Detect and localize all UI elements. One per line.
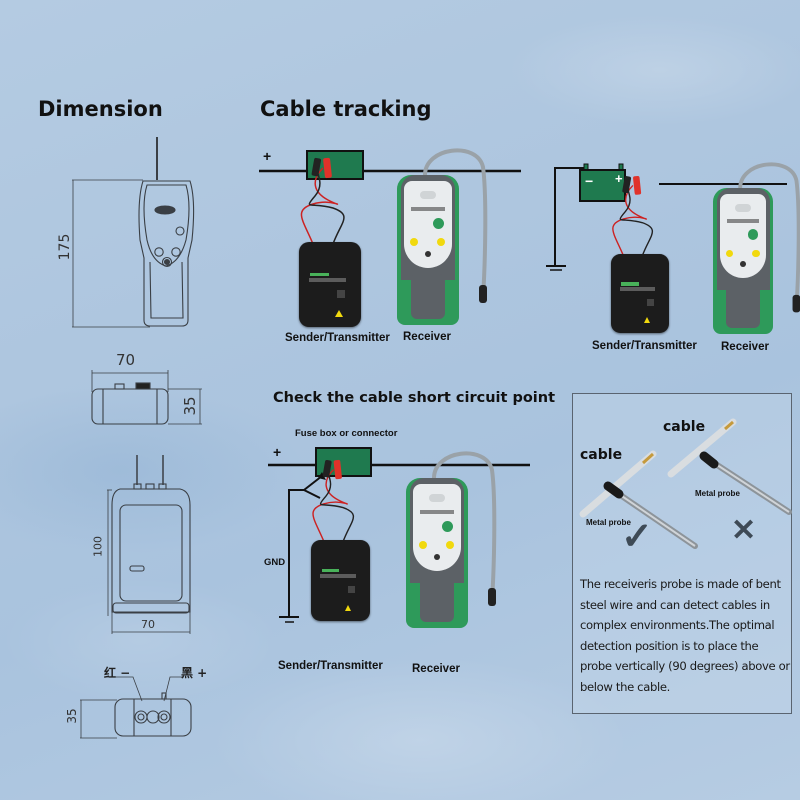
diagram-b-receiver-label: Receiver (721, 341, 769, 353)
diagram-b-transmitter (611, 175, 669, 334)
right-yellow-button (446, 541, 455, 550)
transmitter-body (311, 540, 370, 621)
receiver-brand-text (420, 510, 454, 514)
receiver-outline-drawing (72, 137, 195, 328)
transmitter-brand-text (620, 287, 655, 292)
left-yellow-button (419, 541, 428, 550)
transmitter-switch (337, 290, 345, 299)
speaker-grille (734, 203, 752, 212)
diagram-b-wiring (546, 163, 787, 271)
receiver-faceplate (404, 181, 452, 268)
transmitter-green-badge (321, 569, 340, 573)
wrong-probe-label: Metal probe (695, 489, 740, 498)
probe-info-panel: cable Metal probe cable Metal probe ✓ ✕ … (572, 393, 792, 714)
receiver-body (406, 478, 468, 628)
right-yellow-button (752, 249, 760, 258)
receiver-grip (410, 274, 446, 319)
transmitter-body (299, 242, 361, 327)
speaker-grille (419, 191, 437, 200)
fuse-box-label: Fuse box or connector (295, 428, 398, 439)
warning-triangle-icon (644, 317, 651, 324)
dimension-front-width-70: 70 (141, 618, 155, 631)
receiver-grip (726, 284, 760, 328)
battery-minus-sign: − (585, 173, 594, 189)
dimension-top-width-70: 70 (116, 351, 136, 369)
warning-triangle-icon (345, 604, 352, 611)
warning-triangle-icon (334, 310, 343, 317)
flexible-probe (432, 451, 497, 606)
transmitter-switch (347, 586, 355, 594)
transmitter-front-drawing (107, 455, 191, 634)
diagram-a-sender-label: Sender/Transmitter (285, 332, 390, 344)
probe-description: The receiveris probe is made of bent ste… (580, 577, 790, 694)
diagram-b-sender-label: Sender/Transmitter (592, 340, 697, 352)
diagram-a-receiver-label: Receiver (403, 331, 451, 343)
cross-mark-icon: ✕ (731, 514, 757, 547)
short-circuit-title: Check the cable short circuit point (273, 390, 556, 406)
alligator-clip-leads (612, 175, 654, 257)
wrong-cable-label: cable (663, 419, 706, 435)
correct-position-illustration (579, 450, 698, 549)
right-yellow-button (437, 238, 446, 247)
check-mark-icon: ✓ (621, 516, 653, 558)
receiver-body (397, 175, 459, 325)
volume-knob (432, 217, 444, 229)
headphone-jack (739, 261, 746, 268)
diagram-a-plus-sign: + (263, 148, 272, 164)
short-circuit-plus-sign: + (273, 444, 282, 460)
alligator-clip-leads (300, 157, 345, 245)
headphone-jack (424, 250, 431, 257)
left-yellow-button (725, 249, 734, 258)
diagram-b-receiver (713, 162, 800, 334)
transmitter-top-drawing (91, 370, 202, 425)
wrong-position-illustration (667, 418, 792, 515)
short-circuit-receiver-label: Receiver (412, 663, 460, 675)
terminal-black-positive-label: 黑 + (181, 666, 208, 680)
volume-knob (441, 520, 453, 532)
short-circuit-transmitter (311, 460, 370, 621)
probe-illustrations (579, 418, 792, 549)
transmitter-side-drawing (80, 676, 192, 739)
gnd-label: GND (264, 557, 286, 568)
flexible-probe (423, 148, 488, 303)
flexible-probe (738, 162, 800, 313)
receiver-faceplate (413, 484, 461, 571)
receiver-brand-text (726, 219, 760, 223)
short-circuit-receiver (406, 451, 497, 628)
receiver-faceplate (720, 193, 766, 279)
transmitter-switch (646, 299, 654, 307)
transmitter-brand-text (320, 573, 356, 578)
transmitter-body (611, 254, 669, 334)
transmitter-brand-text (308, 277, 347, 282)
receiver-grip (419, 577, 455, 622)
volume-knob (747, 229, 759, 240)
receiver-brand-text (411, 207, 445, 211)
battery-plus-sign: + (615, 171, 623, 186)
dimension-title: Dimension (38, 97, 163, 121)
short-circuit-sender-label: Sender/Transmitter (278, 660, 383, 672)
transmitter-green-badge (310, 272, 329, 276)
correct-cable-label: cable (580, 447, 623, 463)
transmitter-green-badge (621, 282, 639, 286)
diagram-a-receiver (397, 148, 488, 325)
alligator-clip-leads (312, 460, 355, 543)
headphone-jack (433, 553, 440, 560)
left-yellow-button (410, 238, 419, 247)
receiver-body (713, 188, 774, 334)
diagram-a-transmitter (299, 157, 361, 327)
diagram-a-wiring (259, 150, 521, 180)
speaker-grille (428, 494, 446, 503)
terminal-red-negative-label: 红 − (104, 666, 131, 680)
cable-tracking-title: Cable tracking (260, 97, 432, 121)
correct-probe-label: Metal probe (586, 518, 631, 527)
